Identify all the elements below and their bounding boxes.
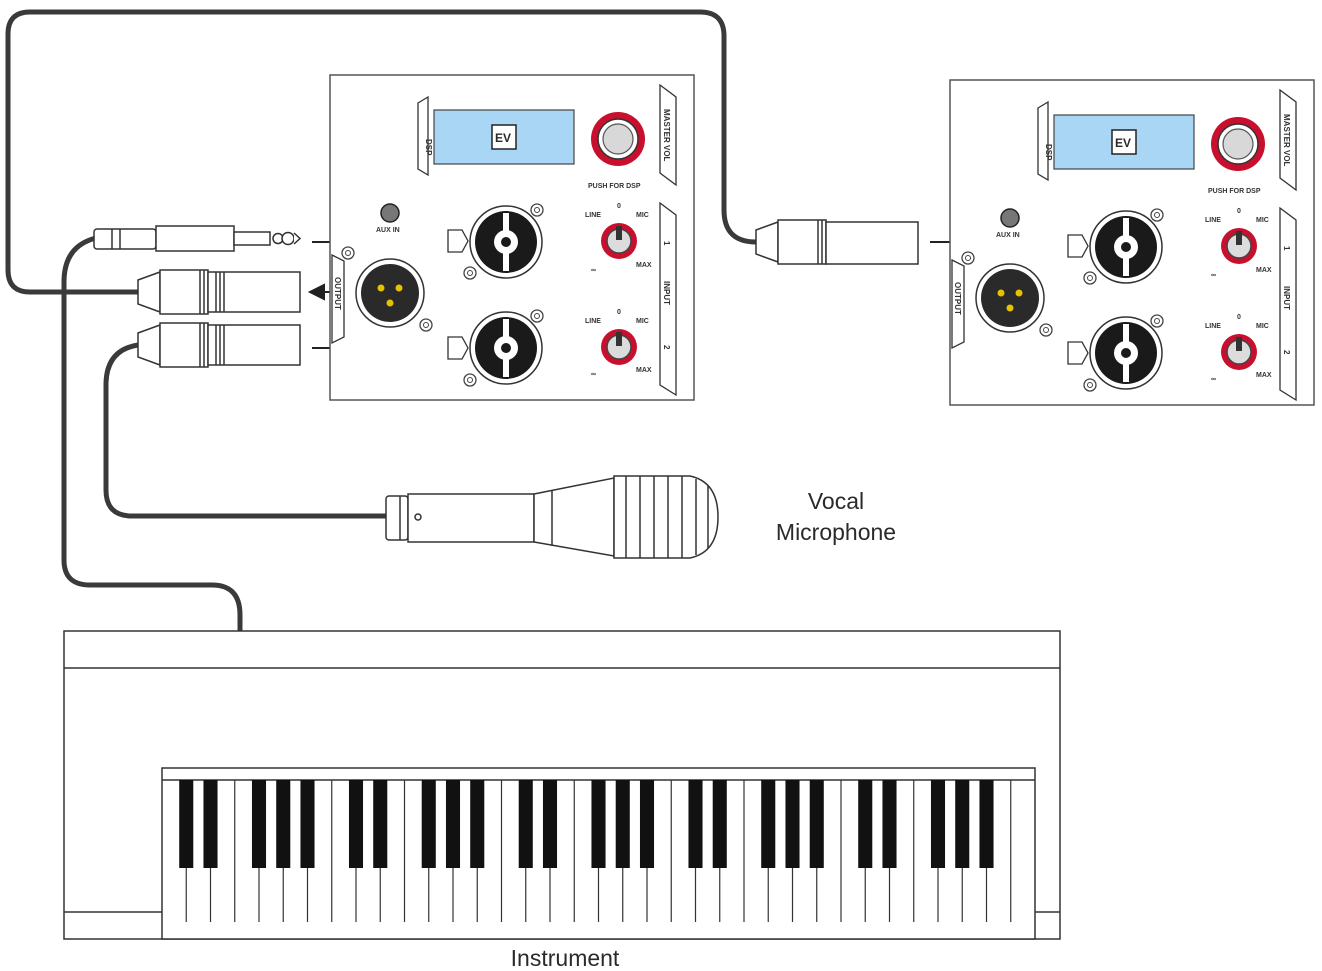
black-key [785, 780, 800, 868]
ev-logo-icon [1111, 129, 1137, 155]
ch1-line-label: LINE [585, 212, 601, 219]
black-key [809, 780, 824, 868]
black-key [348, 780, 364, 868]
black-key [591, 780, 606, 868]
input-2-combo-jack[interactable] [1089, 316, 1163, 390]
channel-2-label: 2 [662, 345, 671, 350]
black-key [276, 780, 291, 868]
black-keys [179, 780, 994, 868]
input-2-gain-knob[interactable] [600, 328, 638, 366]
black-key [930, 780, 946, 868]
master-volume-knob[interactable] [1211, 117, 1265, 171]
input-2-combo-jack[interactable] [469, 311, 543, 385]
black-key [639, 780, 655, 868]
black-key [979, 780, 994, 868]
ch2-mic-label: MIC [636, 318, 649, 325]
aux-in-label: AUX IN [996, 232, 1020, 239]
ch1-mic-label: MIC [1256, 217, 1269, 224]
ch2-zero-label: 0 [617, 309, 621, 316]
black-key [179, 780, 194, 868]
black-key [712, 780, 727, 868]
black-key [373, 780, 388, 868]
ch1-infinity-label: ∞ [1211, 272, 1216, 279]
dsp-label: DSP [1044, 144, 1053, 161]
speaker-panel-right: DSP MASTER VOL INPUT 1 2 EV PUSH FOR DSP… [949, 79, 1315, 406]
speaker-panel-left: DSP MASTER VOL INPUT 1 2 EV PUSH FOR DSP… [329, 74, 695, 401]
black-key [421, 780, 436, 868]
output-xlr-jack[interactable] [355, 258, 425, 328]
black-key [882, 780, 897, 868]
black-key [518, 780, 533, 868]
black-key [858, 780, 873, 868]
ch2-line-label: LINE [585, 318, 601, 325]
aux-in-jack[interactable] [1000, 208, 1020, 228]
ch1-zero-label: 0 [1237, 208, 1241, 215]
input-1-combo-jack[interactable] [469, 205, 543, 279]
cables [5, 9, 759, 635]
ch1-zero-label: 0 [617, 203, 621, 210]
vocal-label: Vocal [808, 488, 864, 514]
dsp-label: DSP [424, 139, 433, 156]
black-key [445, 780, 461, 868]
black-key [761, 780, 776, 868]
ch2-max-label: MAX [636, 367, 652, 374]
instrument-cable [61, 235, 243, 635]
ev-logo-text: EV [495, 131, 511, 145]
ch2-infinity-label: ∞ [591, 371, 596, 378]
xlr-plug-mic [137, 322, 301, 368]
channel-2-label: 2 [1282, 350, 1291, 355]
black-key [542, 780, 558, 868]
link-cable [5, 9, 759, 295]
xlr-plug-link-input [755, 219, 919, 265]
input-1-gain-knob[interactable] [600, 222, 638, 260]
quarter-inch-plug [93, 225, 302, 252]
ch1-line-label: LINE [1205, 217, 1221, 224]
push-for-dsp-label: PUSH FOR DSP [588, 183, 641, 190]
output-label: OUTPUT [333, 277, 342, 310]
input-2-gain-knob[interactable] [1220, 333, 1258, 371]
push-for-dsp-label: PUSH FOR DSP [1208, 188, 1261, 195]
ev-logo-text: EV [1115, 136, 1131, 150]
master-volume-knob[interactable] [591, 112, 645, 166]
xlr-plug-output [137, 269, 301, 315]
black-key [470, 780, 485, 868]
input-label: INPUT [1282, 286, 1291, 310]
master-vol-label: MASTER VOL [1282, 114, 1291, 167]
microphone-cable [103, 342, 389, 519]
black-key [300, 780, 315, 868]
ch2-line-label: LINE [1205, 323, 1221, 330]
ch2-mic-label: MIC [1256, 323, 1269, 330]
input-1-gain-knob[interactable] [1220, 227, 1258, 265]
black-key [203, 780, 218, 868]
black-key [955, 780, 970, 868]
master-vol-label: MASTER VOL [662, 109, 671, 162]
keyboard-instrument-icon [63, 630, 1061, 940]
ch1-max-label: MAX [636, 262, 652, 269]
ch2-infinity-label: ∞ [1211, 376, 1216, 383]
input-label: INPUT [662, 281, 671, 305]
vocal-microphone-icon [385, 475, 719, 559]
instrument-label: Instrument [511, 945, 620, 971]
aux-in-jack[interactable] [380, 203, 400, 223]
ch2-zero-label: 0 [1237, 314, 1241, 321]
channel-1-label: 1 [1282, 246, 1291, 251]
output-xlr-jack[interactable] [975, 263, 1045, 333]
ch1-max-label: MAX [1256, 267, 1272, 274]
black-key [688, 780, 703, 868]
ch1-mic-label: MIC [636, 212, 649, 219]
aux-in-label: AUX IN [376, 227, 400, 234]
ch2-max-label: MAX [1256, 372, 1272, 379]
output-label: OUTPUT [953, 282, 962, 315]
black-key [615, 780, 630, 868]
black-key [251, 780, 267, 868]
channel-1-label: 1 [662, 241, 671, 246]
input-1-combo-jack[interactable] [1089, 210, 1163, 284]
ch1-infinity-label: ∞ [591, 267, 596, 274]
ev-logo-icon [491, 124, 517, 150]
microphone-label: Microphone [776, 519, 896, 545]
